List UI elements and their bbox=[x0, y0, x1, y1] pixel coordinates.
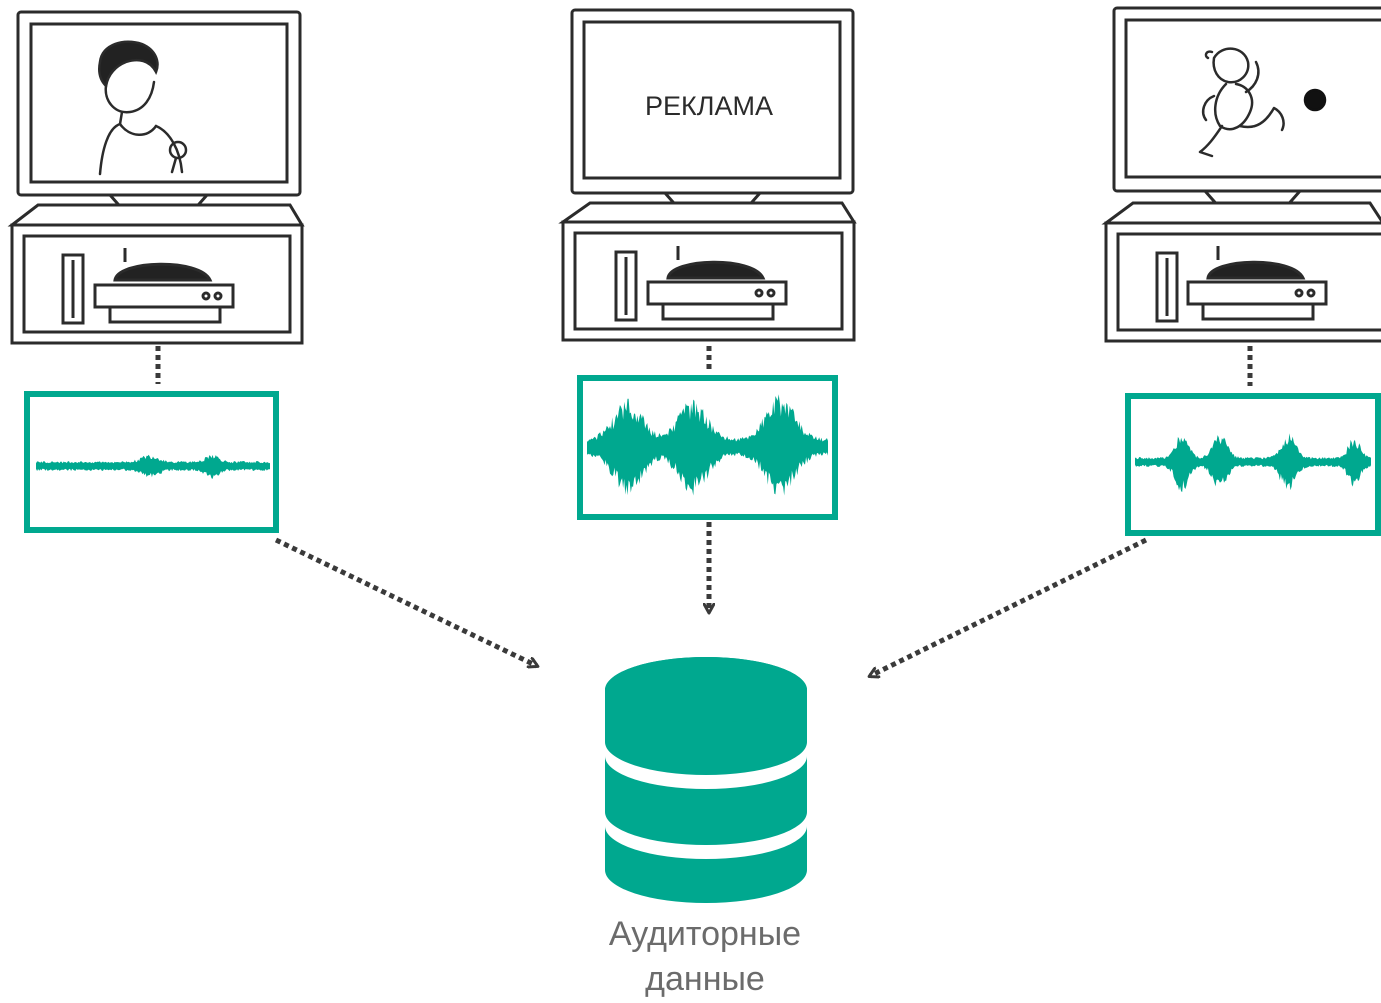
running-footballer-icon bbox=[1198, 47, 1327, 158]
database-label-line2: данные bbox=[645, 960, 765, 998]
set-top-box-right bbox=[1101, 201, 1381, 343]
waveform-panel-right bbox=[1125, 393, 1381, 536]
tv-set-left bbox=[7, 10, 305, 533]
tv-screen-ad-text: РЕКЛАМА bbox=[645, 91, 773, 121]
arrow-right-to-database bbox=[870, 537, 1148, 676]
waveform-panel-center bbox=[577, 375, 838, 520]
person-with-microphone-icon bbox=[98, 40, 188, 176]
tv-set-center: РЕКЛАМА bbox=[558, 8, 857, 612]
waveform-low bbox=[36, 454, 270, 479]
database-icon bbox=[605, 657, 807, 903]
set-top-box-center bbox=[558, 201, 857, 342]
waveform-panel-left bbox=[24, 391, 279, 533]
tv-monitor-right bbox=[1112, 6, 1381, 210]
tv-set-right bbox=[1101, 6, 1381, 536]
database-label-line1: Аудиторные bbox=[608, 915, 802, 953]
tv-monitor-left bbox=[16, 10, 302, 214]
waveform-medium bbox=[1135, 433, 1371, 492]
set-top-box-left bbox=[7, 203, 305, 345]
waveform-high bbox=[587, 394, 828, 496]
arrow-left-to-database bbox=[274, 537, 537, 666]
